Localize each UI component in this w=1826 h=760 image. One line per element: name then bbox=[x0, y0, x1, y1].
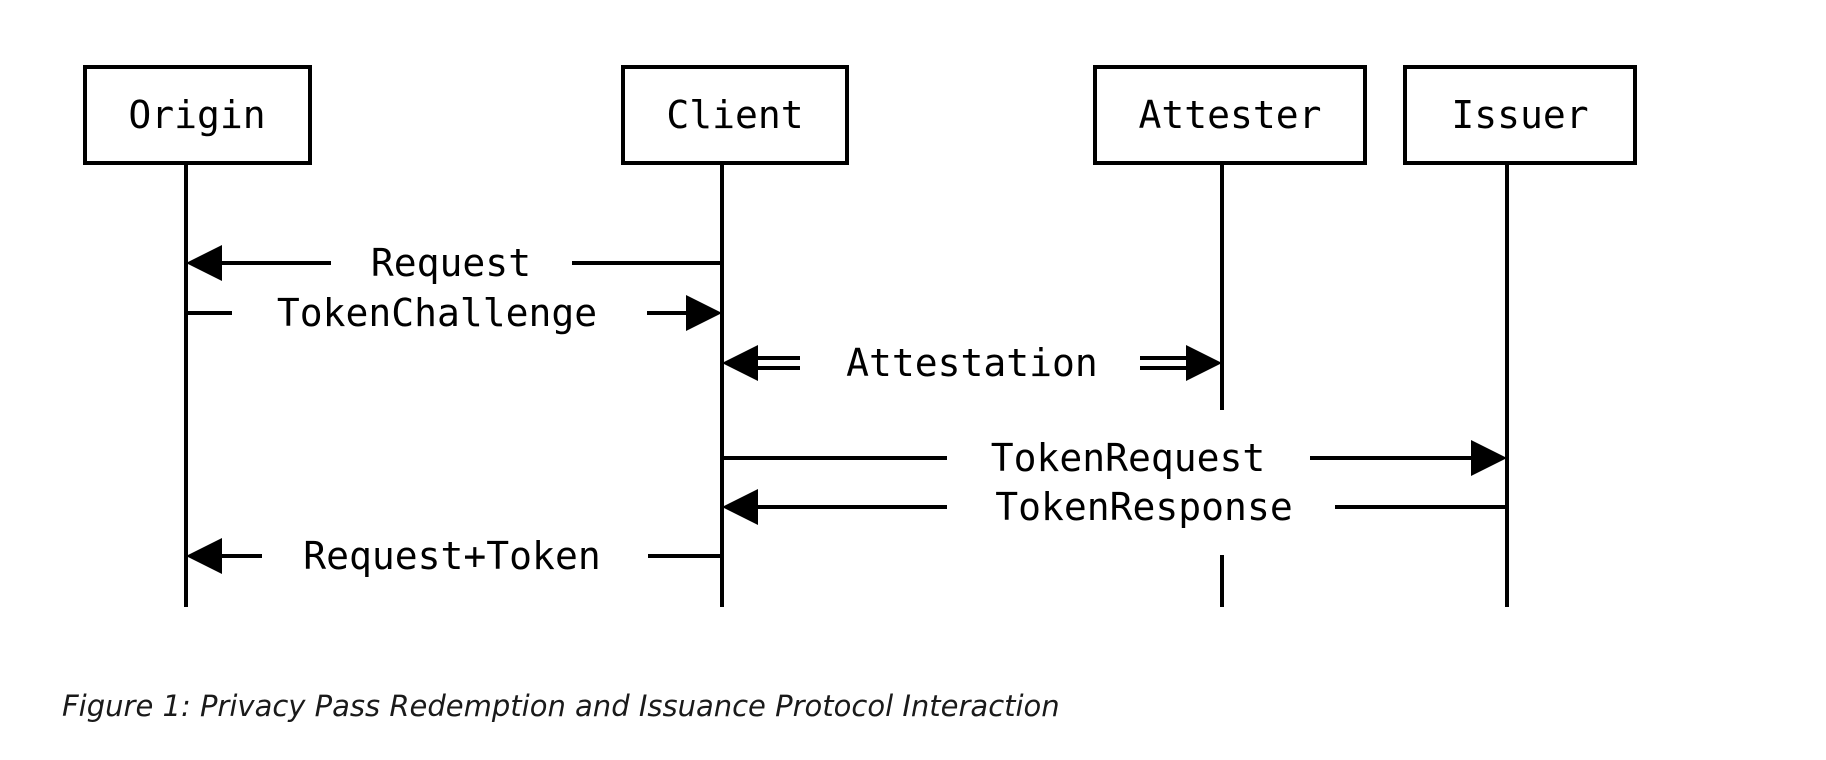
message-label-token-challenge: TokenChallenge bbox=[277, 291, 597, 335]
message-label-request-token: Request+Token bbox=[303, 534, 600, 578]
message-request: Request bbox=[186, 241, 722, 285]
arrowhead-left-token-response bbox=[722, 489, 758, 525]
message-token-response: TokenResponse bbox=[722, 485, 1507, 529]
arrowhead-left-request bbox=[186, 245, 222, 281]
arrowhead-right-token-challenge bbox=[686, 295, 722, 331]
message-token-challenge: TokenChallenge bbox=[186, 291, 722, 335]
message-label-token-request: TokenRequest bbox=[991, 436, 1266, 480]
actor-label-origin: Origin bbox=[128, 93, 265, 137]
message-label-token-response: TokenResponse bbox=[995, 485, 1292, 529]
arrowhead-left-attestation bbox=[722, 345, 758, 381]
arrowhead-right-attestation bbox=[1186, 345, 1222, 381]
actor-box-attester bbox=[1093, 65, 1367, 165]
actor-box-origin bbox=[83, 65, 312, 165]
message-request-token: Request+Token bbox=[186, 534, 722, 578]
actor-box-client bbox=[621, 65, 849, 165]
arrowhead-left-request-token bbox=[186, 538, 222, 574]
arrowhead-right-token-request bbox=[1471, 440, 1507, 476]
message-label-request: Request bbox=[371, 241, 531, 285]
actor-label-issuer: Issuer bbox=[1451, 93, 1588, 137]
actor-box-issuer bbox=[1403, 65, 1637, 165]
actor-label-attester: Attester bbox=[1138, 93, 1321, 137]
actor-label-client: Client bbox=[666, 93, 803, 137]
message-attestation: Attestation bbox=[722, 341, 1222, 385]
message-token-request: TokenRequest bbox=[722, 436, 1507, 480]
figure-caption: Figure 1: Privacy Pass Redemption and Is… bbox=[62, 689, 1060, 723]
message-label-attestation: Attestation bbox=[846, 341, 1098, 385]
